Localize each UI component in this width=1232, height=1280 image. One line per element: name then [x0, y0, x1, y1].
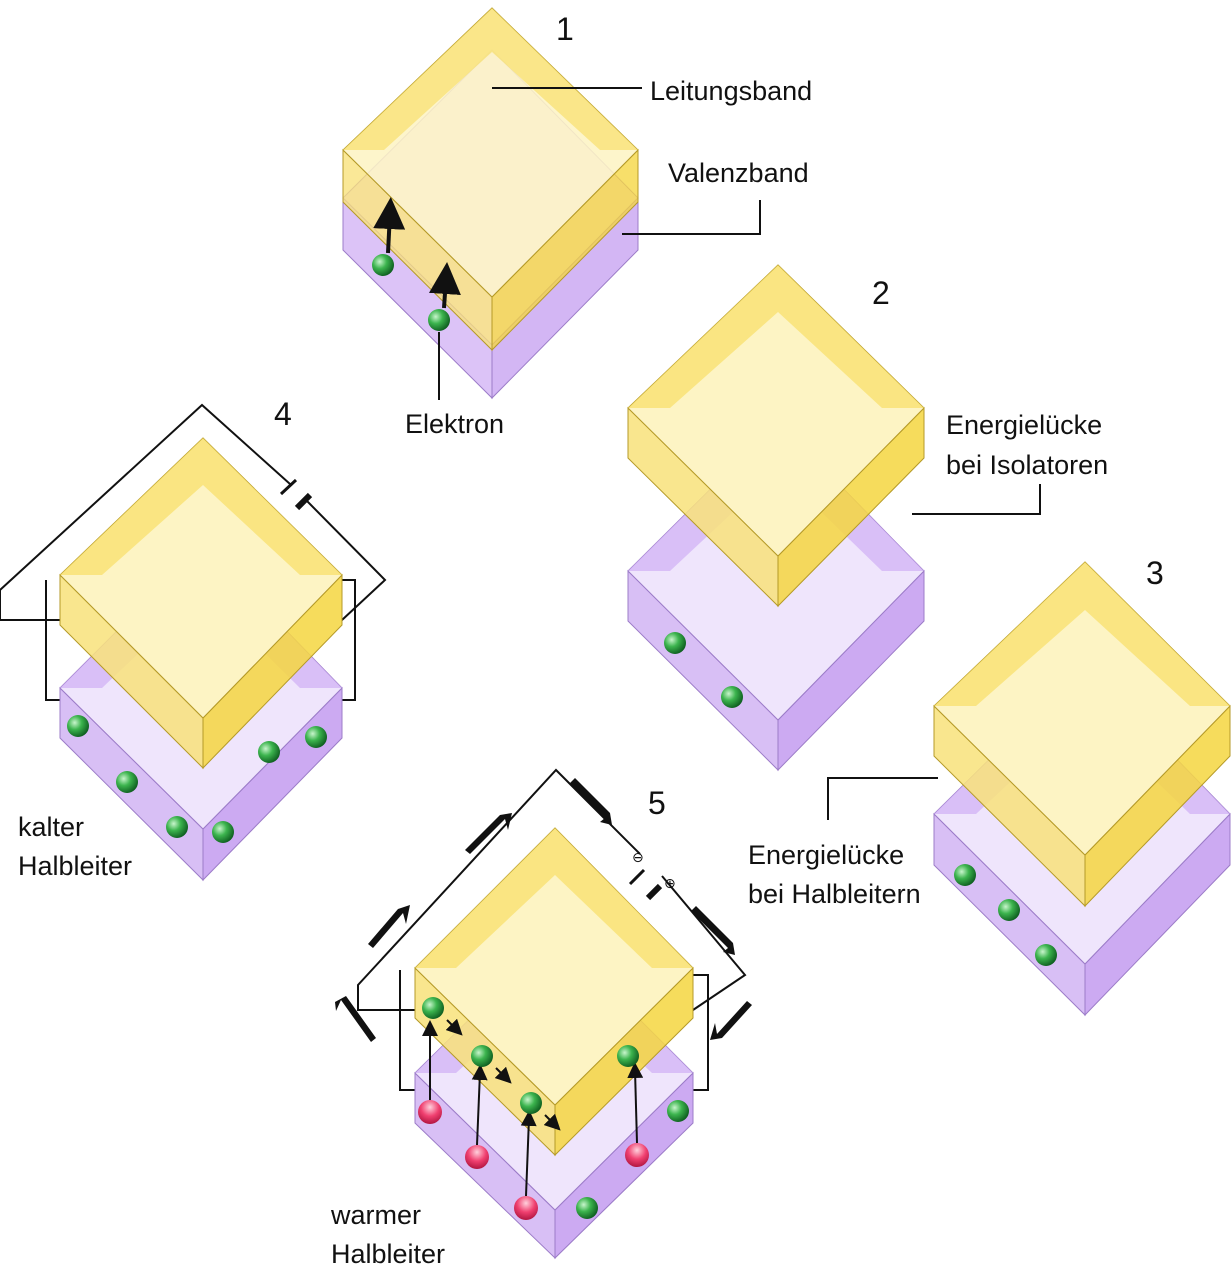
current-direction-arrow — [710, 1001, 752, 1040]
panel-number: 2 — [872, 275, 890, 311]
current-arrows — [335, 778, 752, 1042]
gap-label-line2: bei Halbleitern — [748, 879, 921, 909]
conduction-band-top-rim — [934, 562, 1230, 706]
excitation-arrow — [627, 1062, 644, 1144]
plus-symbol: ⊕ — [664, 876, 676, 892]
battery-plate-long — [279, 478, 298, 496]
excitation-arrow — [373, 197, 406, 254]
electron — [422, 997, 444, 1019]
valence-band-top-rim — [628, 422, 924, 571]
battery-plate-short — [645, 883, 663, 901]
conduction-band-block — [933, 561, 1231, 908]
valence-label-leader — [622, 200, 761, 235]
circuit: ⊖ ⊕ — [357, 768, 747, 1091]
electron — [258, 741, 280, 763]
conduction-band-top-rim — [415, 828, 693, 968]
excitation-arrow — [471, 1064, 488, 1146]
electron — [520, 1092, 542, 1114]
circuit-wire — [661, 875, 747, 1011]
drift-arrow — [445, 1018, 463, 1036]
hole — [625, 1143, 649, 1167]
conduction-band-label: Leitungsband — [650, 76, 812, 106]
electron — [67, 715, 89, 737]
circuit-wire — [693, 974, 709, 1091]
caption-line2: Halbleiter — [331, 1239, 445, 1269]
minus-symbol: ⊖ — [632, 850, 644, 866]
panel-2: 2 Energielücke bei Isolatoren — [627, 264, 1108, 772]
electron — [576, 1197, 598, 1219]
circuit-wire — [357, 768, 641, 1011]
electron — [664, 632, 686, 654]
panel-3: 3 Energielücke bei Halbleitern — [748, 555, 1231, 1017]
excitation-arrow — [520, 1110, 537, 1197]
gap-label-line2: bei Isolatoren — [946, 450, 1108, 480]
drift-arrow — [543, 1113, 561, 1131]
conduction-band-top-rim — [628, 265, 924, 408]
panel-number: 3 — [1146, 555, 1164, 591]
electron — [428, 309, 450, 331]
panel-number: 1 — [556, 11, 574, 47]
electron — [667, 1100, 689, 1122]
conduction-band-block — [342, 7, 639, 352]
current-direction-arrow — [368, 905, 410, 948]
circuit-wire — [305, 499, 387, 621]
panel-number: 5 — [648, 785, 666, 821]
caption-line1: warmer — [330, 1200, 421, 1230]
current-direction-arrow — [465, 813, 512, 854]
electron — [116, 771, 138, 793]
excitation-arrow — [428, 262, 461, 309]
electron — [372, 254, 394, 276]
hole — [514, 1196, 538, 1220]
gap-label-leader — [827, 777, 938, 820]
circuit-wire — [342, 579, 356, 701]
conduction-band-top-rim — [60, 438, 342, 575]
conduction-band-block — [627, 264, 925, 608]
gap-label-leader — [912, 484, 1041, 515]
circuit-wire — [45, 580, 60, 701]
electron — [212, 821, 234, 843]
current-direction-arrow — [691, 906, 735, 955]
electron — [954, 864, 976, 886]
circuit-wire — [0, 403, 291, 621]
electron — [1035, 944, 1057, 966]
valence-band-label: Valenzband — [668, 158, 809, 188]
caption-line1: kalter — [18, 812, 84, 842]
electron — [305, 726, 327, 748]
panel-1: 1 Leitungsband Valenzband Elektron — [342, 7, 812, 439]
gap-label-line1: Energielücke — [946, 410, 1102, 440]
electron — [471, 1045, 493, 1067]
circuit — [0, 403, 387, 701]
hole — [418, 1100, 442, 1124]
current-direction-arrow — [570, 778, 612, 825]
battery-plate-short — [294, 492, 313, 511]
panel-5: ⊖ ⊕ — [330, 768, 752, 1269]
panel-number: 4 — [274, 396, 292, 432]
hole — [465, 1145, 489, 1169]
electron — [721, 686, 743, 708]
drift-arrow — [494, 1066, 512, 1084]
conduction-band-top-rim — [343, 8, 638, 150]
panel-4: 4 kalter Halbleiter — [0, 396, 387, 882]
electron — [998, 899, 1020, 921]
current-direction-arrow — [335, 996, 376, 1042]
electron — [617, 1045, 639, 1067]
electron — [166, 816, 188, 838]
battery-plate-long — [628, 868, 646, 886]
circuit-wire — [399, 970, 415, 1091]
conduction-band-block — [59, 437, 343, 770]
gap-label-line1: Energielücke — [748, 840, 904, 870]
caption-line2: Halbleiter — [18, 851, 132, 881]
electron-label: Elektron — [405, 409, 504, 439]
